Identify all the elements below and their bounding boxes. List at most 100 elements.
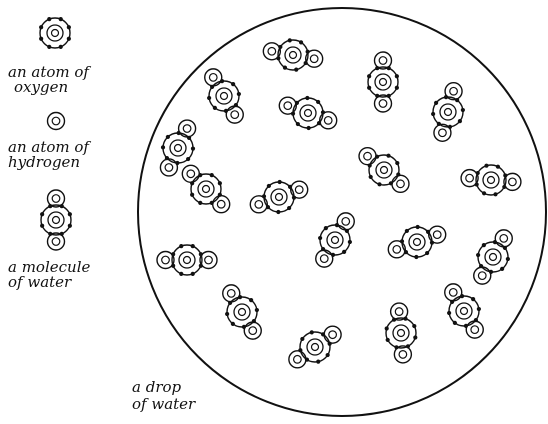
electron-dot xyxy=(67,25,71,29)
hydrogen-atom xyxy=(445,83,462,100)
electron-dot xyxy=(179,272,183,276)
legend-oxygen-atom xyxy=(39,17,71,49)
electron-dot xyxy=(367,86,371,90)
electron-dot xyxy=(386,154,390,158)
electron-dot xyxy=(237,92,241,96)
oxygen-atom xyxy=(447,294,481,328)
electron-dot xyxy=(191,147,195,151)
electron-dot xyxy=(40,224,44,228)
water-molecule xyxy=(445,284,484,338)
electron-dot xyxy=(425,251,429,255)
electron-dot xyxy=(190,193,194,197)
drop-label-line-1: a drop xyxy=(132,378,182,396)
electron-dot xyxy=(453,321,457,325)
electron-dot xyxy=(59,17,63,21)
electron-dot xyxy=(68,212,72,216)
electron-dot xyxy=(412,324,416,328)
electron-dot xyxy=(477,307,481,311)
electron-dot xyxy=(405,229,409,233)
water-molecule xyxy=(385,303,418,363)
hydrogen-atom xyxy=(279,97,296,114)
water-molecule xyxy=(250,180,307,214)
electron-dot xyxy=(40,212,44,216)
hydrogen-atom xyxy=(316,250,333,267)
hydrogen-atom xyxy=(474,267,491,284)
electron-dot xyxy=(288,38,292,42)
electron-dot xyxy=(324,226,328,230)
hydrogen-atom xyxy=(434,124,451,141)
electron-dot xyxy=(395,161,399,165)
hydrogen-atom xyxy=(429,226,446,243)
electron-dot xyxy=(39,25,43,29)
electron-dot xyxy=(300,337,304,341)
hydrogen-atom xyxy=(445,284,462,301)
electron-dot xyxy=(506,257,510,261)
hydrogen-atom xyxy=(324,326,341,343)
electron-dot xyxy=(416,225,420,229)
drop-label-line-2: of water xyxy=(132,395,196,413)
electron-dot xyxy=(310,330,314,334)
oxygen-atom xyxy=(225,295,259,329)
oxygen-atom xyxy=(367,66,399,98)
water-molecule xyxy=(388,225,445,259)
hydrogen-atom xyxy=(291,181,308,198)
electron-dot xyxy=(299,40,303,44)
electron-dot xyxy=(496,165,500,169)
electron-dot xyxy=(39,37,43,41)
electron-dot xyxy=(318,236,322,240)
electron-dot xyxy=(471,297,475,301)
electron-dot xyxy=(369,175,373,179)
water-drop-outline xyxy=(138,8,546,416)
water-molecule xyxy=(474,230,513,284)
electron-dot xyxy=(47,45,51,49)
hydrogen-atom xyxy=(392,175,409,192)
electron-dot xyxy=(500,267,504,271)
oxygen-atom xyxy=(476,240,510,274)
oxygen-atom xyxy=(431,95,465,129)
electron-dot xyxy=(179,244,183,248)
oxygen-atom xyxy=(475,164,508,197)
oxygen-atom xyxy=(318,223,352,257)
hydrogen-atom xyxy=(466,321,483,338)
water-molecule xyxy=(157,244,217,276)
oxygen-atom xyxy=(298,330,331,363)
electron-dot xyxy=(166,135,170,139)
hydrogen-atom xyxy=(48,113,65,130)
electron-dot xyxy=(191,272,195,276)
legend-water-molecule xyxy=(40,190,72,250)
electron-dot xyxy=(225,312,229,316)
water-molecule xyxy=(367,52,399,112)
electron-dot xyxy=(348,240,352,244)
water-molecule xyxy=(263,38,322,71)
drop-molecules xyxy=(157,38,521,368)
hydrogen-atom xyxy=(250,196,267,213)
electron-dot xyxy=(414,255,418,259)
oxygen-atom xyxy=(276,38,309,71)
electron-dot xyxy=(447,311,451,315)
electron-dot xyxy=(385,326,389,330)
electron-dot xyxy=(326,353,330,357)
electron-dot xyxy=(231,322,235,326)
hydrogen-atom xyxy=(179,120,196,137)
oxygen-atom xyxy=(262,180,296,214)
oxygen-atom xyxy=(39,17,71,49)
electron-dot xyxy=(377,182,381,186)
hydrogen-atom xyxy=(495,230,512,247)
water-molecule xyxy=(289,326,341,368)
water-molecule xyxy=(205,69,244,123)
electron-dot xyxy=(283,66,287,70)
water-molecule xyxy=(182,165,229,212)
hydrogen-label-line-2: hydrogen xyxy=(8,153,80,171)
electron-dot xyxy=(47,17,51,21)
electron-dot xyxy=(458,119,462,123)
oxygen-atom xyxy=(40,204,72,236)
electron-dot xyxy=(186,157,190,161)
oxygen-atom xyxy=(385,317,418,350)
electron-dot xyxy=(431,112,435,116)
electron-dot xyxy=(307,126,311,130)
hydrogen-atom xyxy=(213,196,230,213)
water-molecule xyxy=(359,148,409,193)
electron-dot xyxy=(482,191,486,195)
